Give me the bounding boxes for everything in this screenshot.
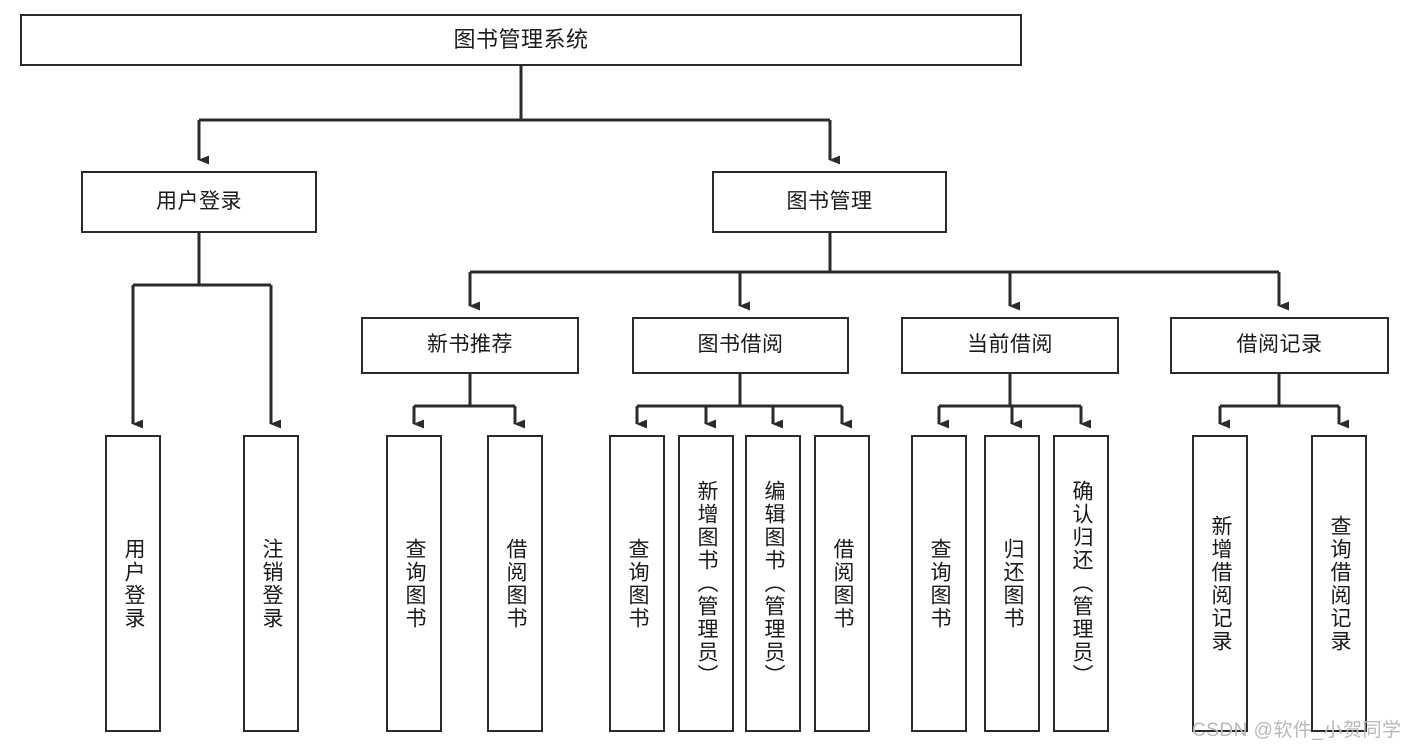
node-label: 查询借阅记录 — [1328, 514, 1352, 653]
node-label: 新书推荐 — [427, 333, 513, 357]
node-label: 用户登录 — [122, 537, 146, 630]
node-book-borrow[interactable]: 图书借阅 — [632, 317, 849, 374]
node-leaf-return-book[interactable]: 归还图书 — [984, 435, 1040, 732]
node-label: 图书管理 — [786, 189, 873, 213]
node-user-login[interactable]: 用户登录 — [81, 171, 317, 233]
node-label: 查询图书 — [403, 537, 427, 630]
node-root-system[interactable]: 图书管理系统 — [20, 14, 1022, 66]
node-new-book-recommend[interactable]: 新书推荐 — [361, 317, 579, 374]
node-label: 图书管理系统 — [453, 27, 589, 53]
node-leaf-add-book[interactable]: 新增图书（管理员） — [678, 435, 734, 732]
node-leaf-query-book-3[interactable]: 查询图书 — [911, 435, 967, 732]
node-leaf-add-record[interactable]: 新增借阅记录 — [1192, 435, 1248, 732]
node-leaf-edit-book[interactable]: 编辑图书（管理员） — [745, 435, 801, 732]
watermark-text: CSDN @软件_小贺同学 — [1192, 720, 1402, 741]
node-book-manage[interactable]: 图书管理 — [712, 171, 947, 233]
node-label: 编辑图书（管理员） — [762, 480, 786, 687]
node-label: 归还图书 — [1001, 537, 1025, 630]
node-label: 图书借阅 — [697, 333, 784, 357]
node-label: 查询图书 — [626, 537, 650, 630]
node-label: 新增图书（管理员） — [695, 480, 719, 687]
node-current-borrow[interactable]: 当前借阅 — [901, 317, 1119, 374]
node-label: 借阅图书 — [504, 537, 528, 630]
node-leaf-user-login[interactable]: 用户登录 — [105, 435, 161, 732]
node-label: 用户登录 — [156, 189, 242, 213]
node-leaf-user-logout[interactable]: 注销登录 — [243, 435, 299, 732]
node-label: 借阅图书 — [831, 537, 855, 630]
node-leaf-borrow-book-2[interactable]: 借阅图书 — [814, 435, 870, 732]
node-label: 当前借阅 — [967, 333, 1053, 357]
node-label: 确认归还（管理员） — [1070, 480, 1094, 687]
node-leaf-query-book-1[interactable]: 查询图书 — [386, 435, 442, 732]
node-leaf-borrow-book-1[interactable]: 借阅图书 — [487, 435, 543, 732]
node-label: 注销登录 — [260, 537, 284, 630]
node-borrow-record[interactable]: 借阅记录 — [1170, 317, 1389, 374]
node-leaf-query-record[interactable]: 查询借阅记录 — [1311, 435, 1367, 732]
node-leaf-confirm-return[interactable]: 确认归还（管理员） — [1053, 435, 1109, 732]
node-leaf-query-book-2[interactable]: 查询图书 — [609, 435, 665, 732]
node-label: 新增借阅记录 — [1209, 514, 1233, 653]
node-label: 查询图书 — [928, 537, 952, 630]
node-label: 借阅记录 — [1236, 333, 1323, 357]
